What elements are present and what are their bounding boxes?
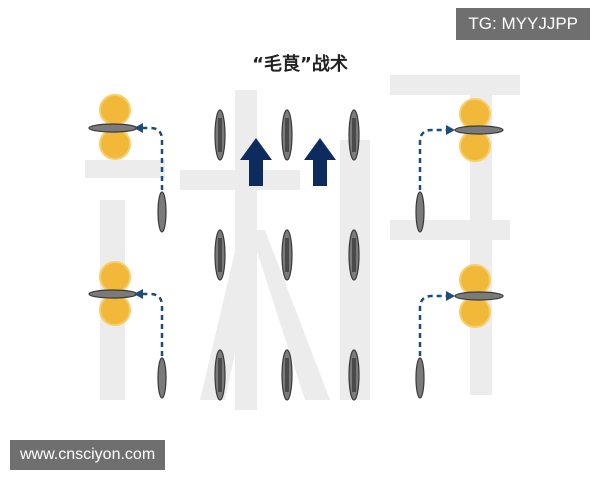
maneuver-path <box>418 128 446 190</box>
path-arrowhead-icon <box>134 123 143 133</box>
right-flank-top <box>415 98 504 233</box>
orb-marker <box>99 94 131 126</box>
ship <box>454 291 504 301</box>
ship <box>157 191 167 233</box>
orb-marker <box>459 296 491 328</box>
ship <box>348 229 360 281</box>
website-watermark-label: www.cnsciyon.com <box>10 440 166 470</box>
orb-marker <box>99 294 131 326</box>
path-arrowhead-icon <box>134 289 143 299</box>
ship <box>281 109 293 161</box>
background-watermark <box>85 75 520 410</box>
left-flank-top <box>88 94 167 233</box>
diagram-title: “毛茛”战术 <box>252 54 348 75</box>
ship <box>454 125 504 135</box>
ship <box>415 191 425 233</box>
telegram-watermark-label: TG: MYYJJPP <box>456 8 590 40</box>
right-flank-bottom <box>415 264 504 399</box>
ship <box>88 123 138 133</box>
maneuver-path <box>142 292 164 356</box>
orb-marker <box>459 98 491 130</box>
main-fleet <box>214 109 360 401</box>
path-arrowhead-icon <box>446 125 455 135</box>
orb-marker <box>459 130 491 162</box>
ship <box>88 289 138 299</box>
ship <box>348 109 360 161</box>
ship <box>214 229 226 281</box>
ship <box>281 229 293 281</box>
maneuver-path <box>142 126 164 190</box>
ship <box>415 357 425 399</box>
ship <box>214 109 226 161</box>
maneuver-path <box>418 294 446 356</box>
orb-marker <box>99 128 131 160</box>
path-arrowhead-icon <box>446 291 455 301</box>
left-flank-bottom <box>88 261 167 399</box>
orb-marker <box>459 264 491 296</box>
advance-arrows <box>240 138 336 186</box>
ship <box>281 349 293 401</box>
ship <box>348 349 360 401</box>
ship <box>157 357 167 399</box>
up-arrow-icon <box>304 138 336 186</box>
up-arrow-icon <box>240 138 272 186</box>
orb-marker <box>99 261 131 293</box>
ship <box>214 349 226 401</box>
